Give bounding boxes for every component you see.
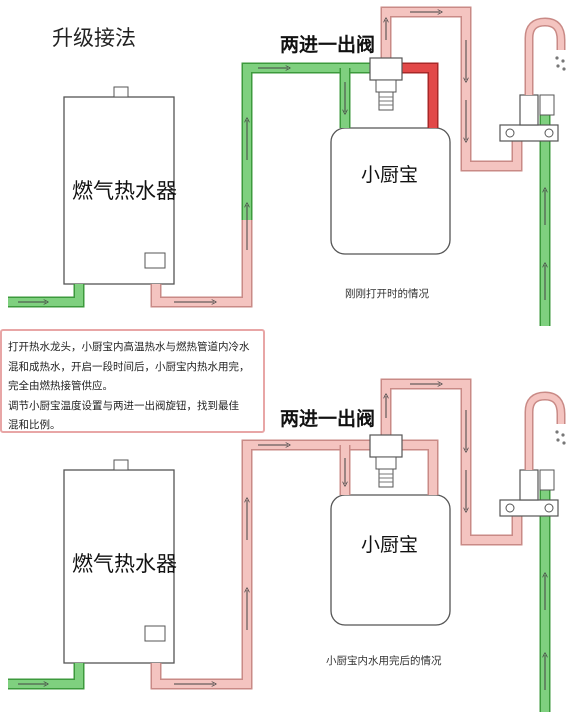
two-in-one-out-valve-top xyxy=(369,57,403,111)
heater-label-bottom: 燃气热水器 xyxy=(72,552,177,576)
heater-out-cold-segment xyxy=(243,64,370,220)
note-line: 打开热水龙头，小厨宝内高温热水与燃热管道内冷水 xyxy=(8,341,250,353)
small-kitchen-heater-top xyxy=(330,127,451,255)
explanation-note: 打开热水龙头，小厨宝内高温热水与燃热管道内冷水 混和成热水，开启一段时间后，小厨… xyxy=(0,329,265,433)
kitchen-label-bottom: 小厨宝 xyxy=(361,534,419,556)
faucet-bottom xyxy=(499,391,566,517)
kitchen-out-pipe-edge xyxy=(402,439,439,495)
valve-label-top: 两进一出阀 xyxy=(280,34,376,56)
cold-inlet-pipe xyxy=(8,663,83,688)
two-in-one-out-valve-bottom xyxy=(369,434,403,488)
heater-bracket-icon xyxy=(113,86,129,98)
heater-panel-icon xyxy=(144,625,166,642)
faucet-top xyxy=(499,17,566,142)
caption-bottom: 小厨宝内水用完后的情况 xyxy=(326,655,442,667)
heater-panel-icon xyxy=(144,252,166,269)
hot-out-pipe xyxy=(402,64,437,128)
hot-out-pipe-edge xyxy=(402,62,439,128)
bottom-panel xyxy=(8,378,566,712)
caption-top: 刚刚打开时的情况 xyxy=(345,288,429,300)
page-title: 升级接法 xyxy=(52,26,136,50)
heater-label-top: 燃气热水器 xyxy=(72,179,177,203)
kitchen-label-top: 小厨宝 xyxy=(361,164,419,186)
note-line: 混和比例。 xyxy=(8,419,61,431)
mixed-out-pipe xyxy=(382,380,521,544)
note-line: 调节小厨宝温度设置与两进一出阀旋钮，找到最佳 xyxy=(8,399,239,412)
note-line: 完全由燃热接管供应。 xyxy=(8,380,113,392)
top-panel xyxy=(8,6,566,326)
note-line: 混和成热水，开启一段时间后，小厨宝内热水用完， xyxy=(8,360,250,373)
heater-bracket-icon xyxy=(113,459,129,471)
valve-label-bottom: 两进一出阀 xyxy=(280,408,376,430)
kitchen-out-pipe xyxy=(402,441,437,495)
cold-inlet-pipe xyxy=(8,284,83,306)
small-kitchen-heater-bottom xyxy=(330,494,451,626)
